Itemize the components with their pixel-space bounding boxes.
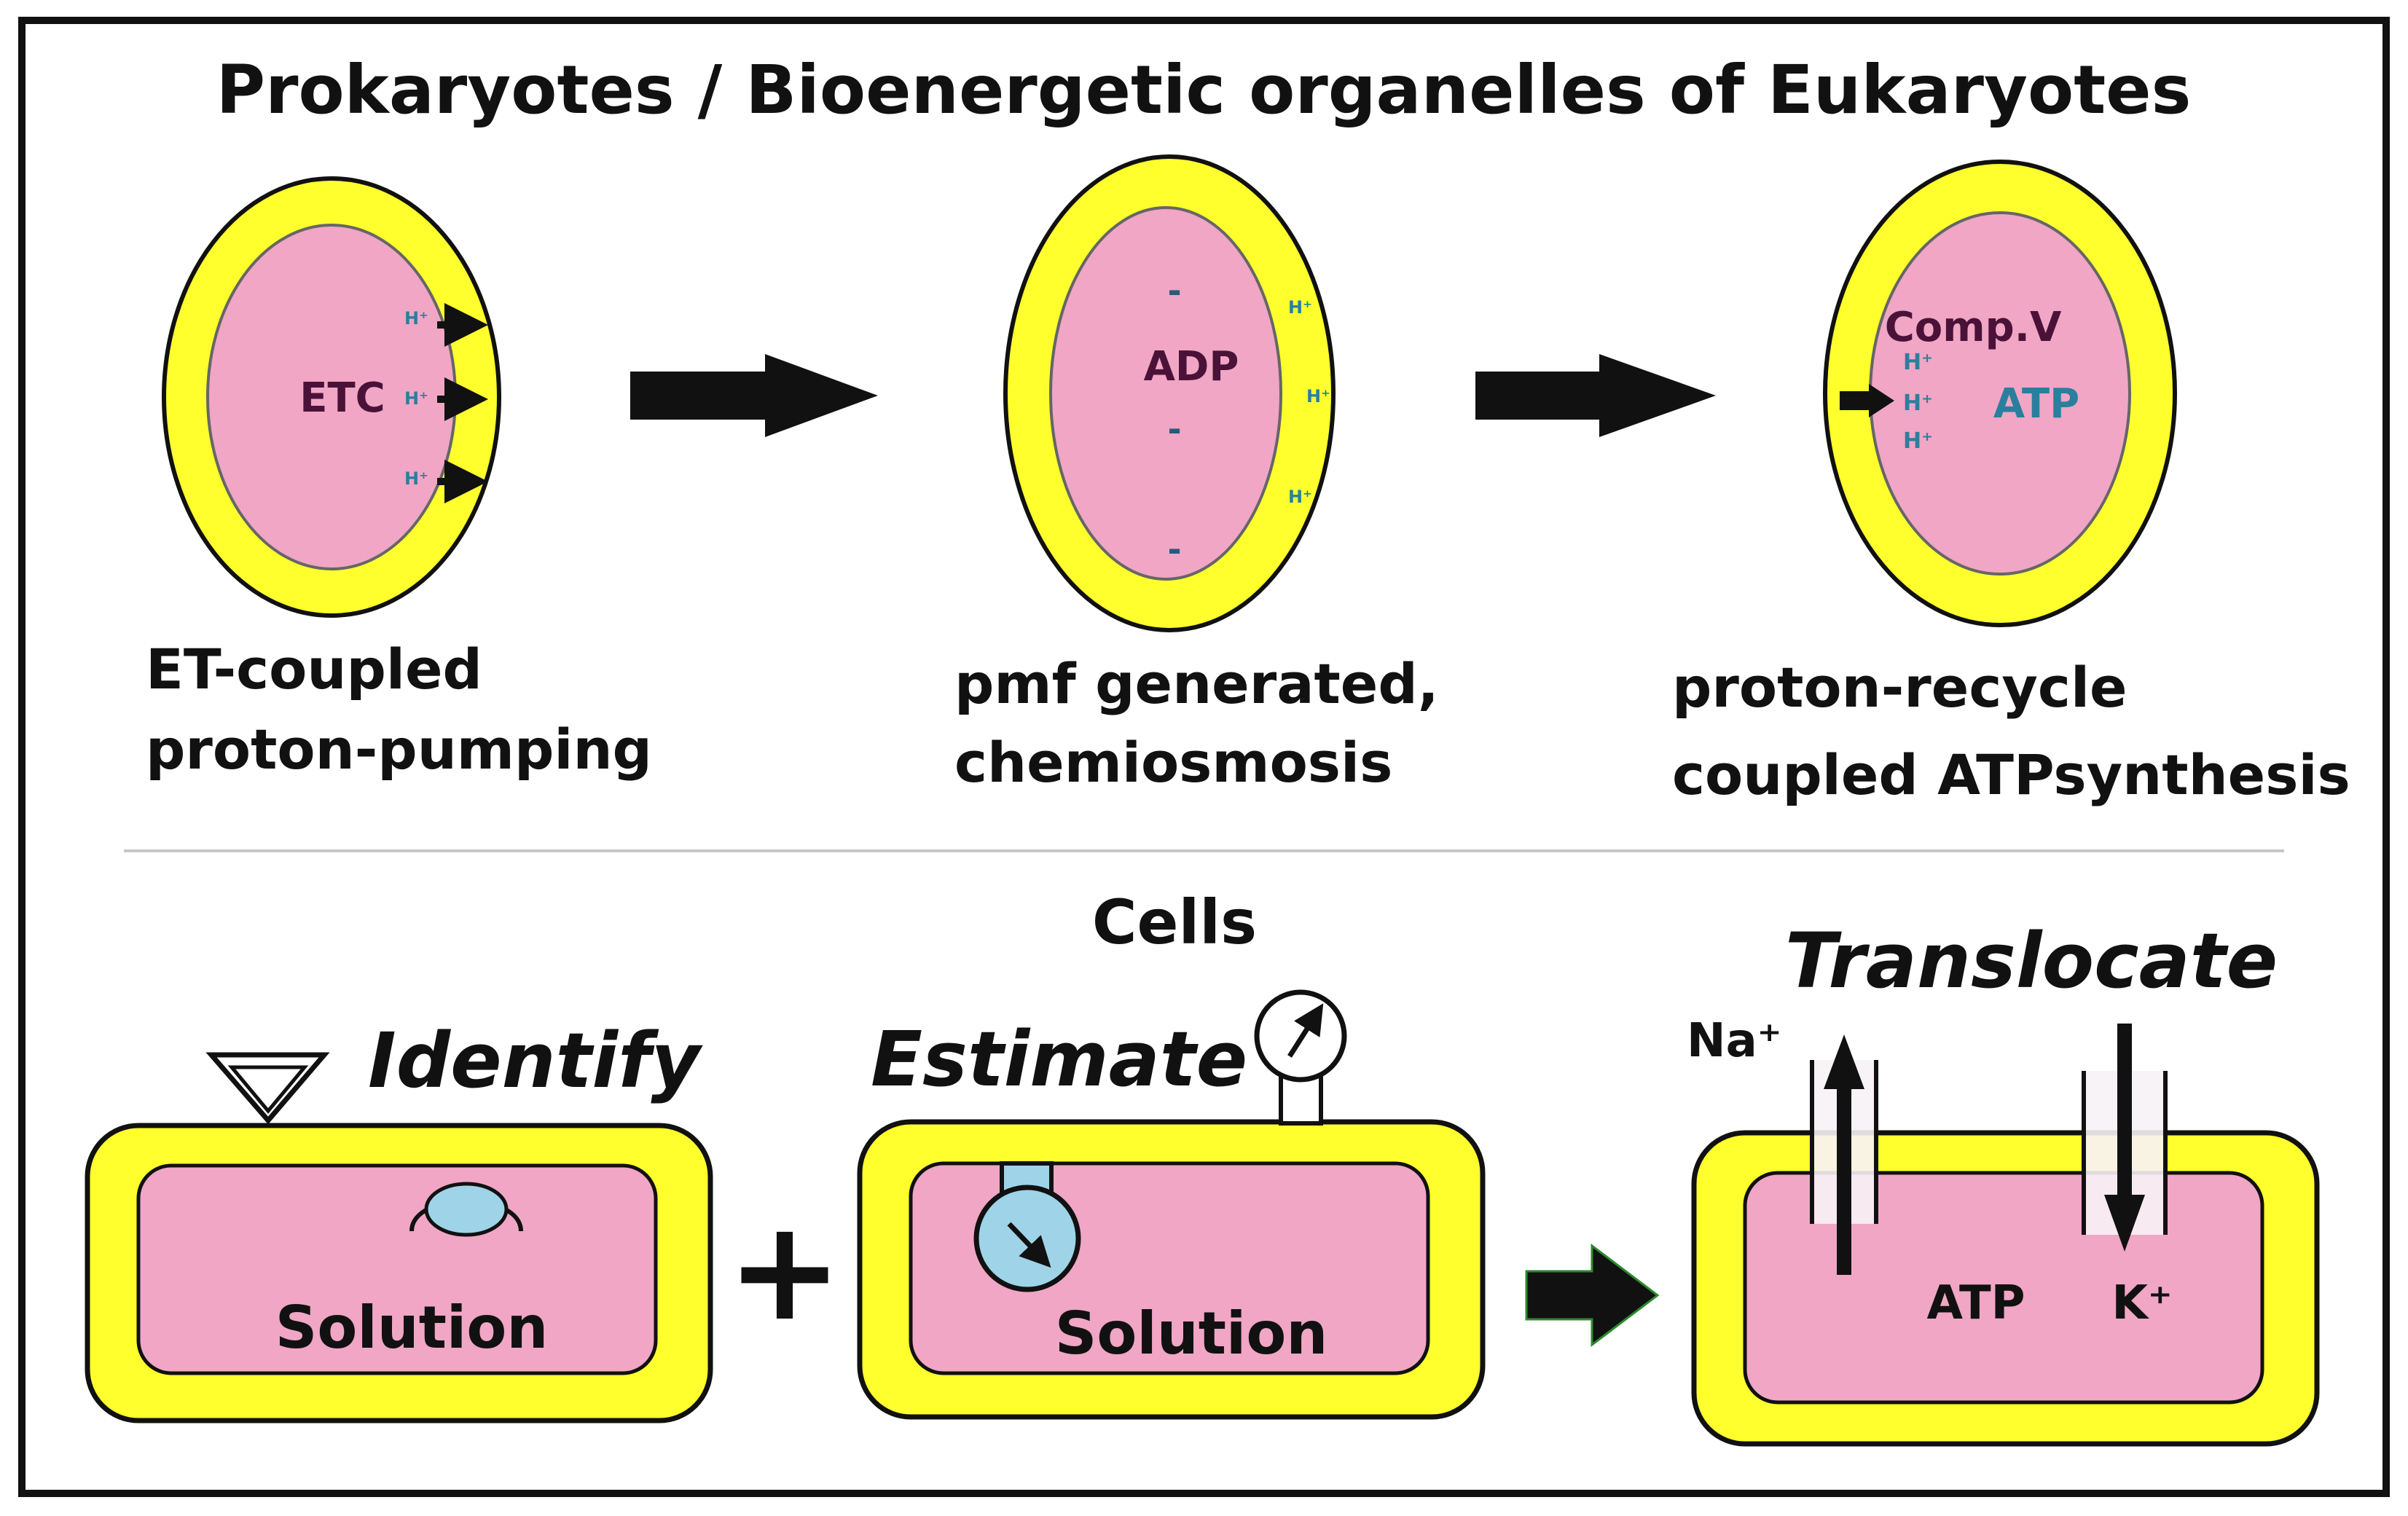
proton-label: H⁺ bbox=[1903, 350, 1933, 375]
proton-label: H⁺ bbox=[1288, 487, 1312, 507]
verb-estimate: Estimate bbox=[871, 1015, 1247, 1104]
probe-meter-needle bbox=[1007, 1222, 1051, 1268]
cell-estimate: Estimate Solution bbox=[857, 989, 1486, 1420]
proton-label: H⁺ bbox=[1903, 390, 1933, 416]
proton-import-arrow-icon bbox=[1840, 384, 1894, 417]
caption-pmf-line2: chemiosmosis bbox=[954, 730, 1392, 795]
proton-label: H⁺ bbox=[404, 388, 428, 409]
cells-title: Cells bbox=[1092, 887, 1257, 958]
arrow-right-icon bbox=[1475, 354, 1716, 437]
k-influx-arrow-icon bbox=[2104, 1024, 2145, 1252]
na-efflux-arrow-icon bbox=[1824, 1034, 1864, 1275]
cell-identify: Identify Solution bbox=[85, 1016, 713, 1423]
caption-etc-line1: ET-coupled bbox=[146, 637, 482, 702]
meter-needle bbox=[1287, 1003, 1324, 1058]
proton-label: H⁺ bbox=[1903, 428, 1933, 454]
cell-cytoplasm bbox=[136, 1163, 658, 1375]
etc-label: ETC bbox=[299, 374, 385, 422]
k-ion-label: K⁺ bbox=[2111, 1276, 2172, 1330]
adp-label: ADP bbox=[1144, 343, 1239, 390]
caption-etc-line2: proton-pumping bbox=[146, 717, 652, 782]
probe-icon bbox=[424, 1182, 509, 1237]
proton-label: H⁺ bbox=[404, 308, 428, 329]
charge-label: - bbox=[1167, 409, 1181, 449]
organelle-matrix bbox=[1049, 206, 1282, 581]
figure-title: Prokaryotes / Bioenergetic organelles of… bbox=[216, 51, 2192, 129]
caption-pmf-line1: pmf generated, bbox=[954, 651, 1439, 716]
cell-translocate: Translocate Na⁺ ATP K⁺ bbox=[1687, 916, 2320, 1447]
charge-label: - bbox=[1167, 530, 1181, 569]
sensor-icon bbox=[205, 1052, 330, 1125]
solution-label: Solution bbox=[275, 1294, 549, 1362]
plus-operator: + bbox=[726, 1190, 842, 1351]
charge-label: - bbox=[1167, 271, 1181, 310]
probe-meter-icon bbox=[973, 1185, 1081, 1292]
verb-identify: Identify bbox=[368, 1016, 703, 1105]
arrow-right-icon bbox=[1525, 1243, 1660, 1348]
proton-label: H⁺ bbox=[1306, 386, 1330, 407]
proton-label: H⁺ bbox=[1288, 297, 1312, 318]
organelle-atp-synthesis: Comp.V ATP H⁺ H⁺ H⁺ bbox=[1823, 160, 2177, 627]
na-ion-label: Na⁺ bbox=[1687, 1014, 1782, 1068]
organelle-etc: ETC H⁺ H⁺ H⁺ bbox=[162, 176, 501, 618]
caption-atp-line1: proton-recycle bbox=[1672, 655, 2127, 720]
sensor-icon bbox=[227, 1065, 309, 1114]
organelle-pmf: ADP - - - H⁺ H⁺ H⁺ bbox=[1003, 154, 1336, 632]
arrow-right-icon bbox=[630, 354, 878, 437]
caption-atp-line2: coupled ATPsynthesis bbox=[1672, 742, 2350, 807]
verb-translocate: Translocate bbox=[1785, 916, 2278, 1005]
solution-label: Solution bbox=[1055, 1300, 1328, 1367]
complex-v-label: Comp.V bbox=[1885, 304, 2062, 351]
atp-label: ATP bbox=[1993, 380, 2079, 428]
proton-label: H⁺ bbox=[404, 468, 428, 489]
atp-label: ATP bbox=[1926, 1276, 2025, 1330]
